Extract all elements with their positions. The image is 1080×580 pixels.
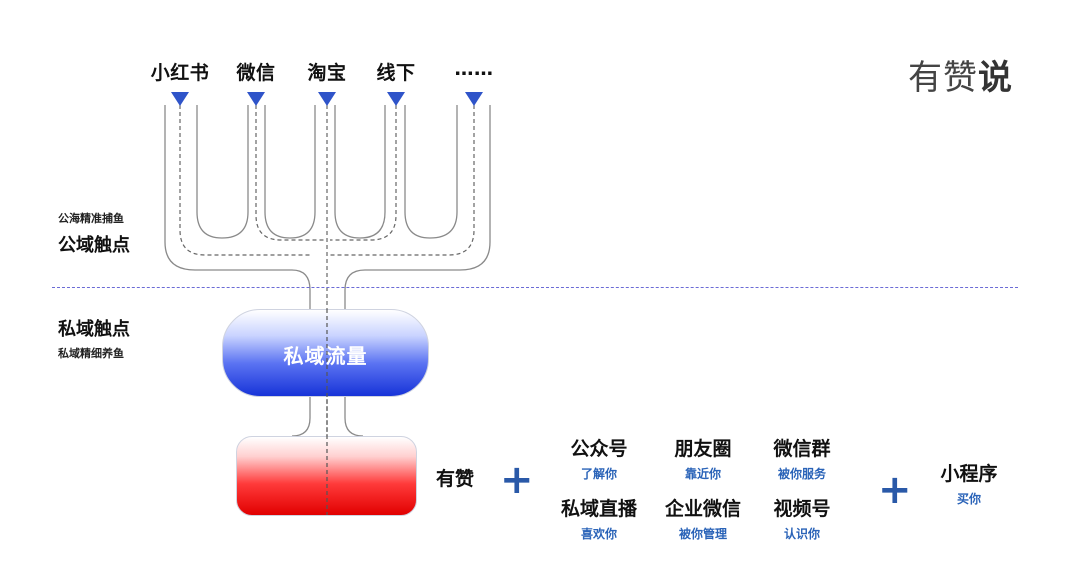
product-official-account: 公众号 了解你 <box>570 434 627 482</box>
product-subtitle: 被你管理 <box>678 527 728 541</box>
arrow-down-icon <box>465 92 483 106</box>
product-title: 微信群 <box>773 438 831 460</box>
channel-taobao: 淘宝 <box>307 62 347 84</box>
pipe-u3 <box>334 105 386 239</box>
neck-left <box>291 397 311 437</box>
product-subtitle: 买你 <box>956 492 982 506</box>
channel-wechat: 微信 <box>236 62 276 84</box>
product-title: 公众号 <box>570 438 628 460</box>
product-mini-program: 小程序 买你 <box>940 459 997 507</box>
channel-more: …… <box>454 58 494 80</box>
pipe-u2 <box>264 105 316 239</box>
youzan-label: 有赞 <box>436 468 475 490</box>
arrow-down-icon <box>318 92 336 106</box>
product-subtitle: 了解你 <box>580 467 618 481</box>
private-domain-title: 私域触点 <box>58 319 130 340</box>
funnel-outer-left <box>164 105 311 309</box>
private-domain-subtitle: 私域精细养鱼 <box>58 347 124 360</box>
private-traffic-tank <box>222 309 429 397</box>
brand-bold: 说 <box>978 58 1013 98</box>
product-wechat-group: 微信群 被你服务 <box>773 434 830 482</box>
plus-icon: + <box>878 467 912 513</box>
neck-right <box>344 397 364 437</box>
funnel-outer-right <box>344 105 491 309</box>
brand-logo: 有赞说 <box>908 50 1013 99</box>
arrow-down-icon <box>247 92 265 106</box>
flow-2 <box>255 105 325 241</box>
plus-icon: + <box>500 457 534 503</box>
product-title: 企业微信 <box>664 498 742 520</box>
product-subtitle: 认识你 <box>783 527 821 541</box>
product-subtitle: 靠近你 <box>684 467 722 481</box>
product-title: 朋友圈 <box>674 438 732 460</box>
pipe-u4 <box>404 105 458 239</box>
arrow-down-icon <box>387 92 405 106</box>
brand-prefix: 有赞 <box>908 58 978 98</box>
public-domain-subtitle: 公海精准捕鱼 <box>58 212 124 225</box>
private-traffic-label: 私域流量 <box>283 344 368 368</box>
channel-offline: 线下 <box>376 62 416 84</box>
public-domain-title: 公域触点 <box>58 235 130 256</box>
arrow-down-icon <box>171 92 189 106</box>
product-title: 视频号 <box>773 498 831 520</box>
flow-4 <box>330 105 397 241</box>
product-title: 私域直播 <box>560 498 638 520</box>
product-moments: 朋友圈 靠近你 <box>674 434 731 482</box>
product-subtitle: 被你服务 <box>777 467 827 481</box>
product-private-live: 私域直播 喜欢你 <box>561 494 637 542</box>
product-subtitle: 喜欢你 <box>580 527 618 541</box>
pipe-u1 <box>196 105 249 239</box>
product-wecom: 企业微信 被你管理 <box>665 494 741 542</box>
product-channels: 视频号 认识你 <box>773 494 830 542</box>
product-title: 小程序 <box>940 463 998 485</box>
channel-xiaohongshu: 小红书 <box>150 62 210 84</box>
domain-divider <box>52 287 1018 288</box>
